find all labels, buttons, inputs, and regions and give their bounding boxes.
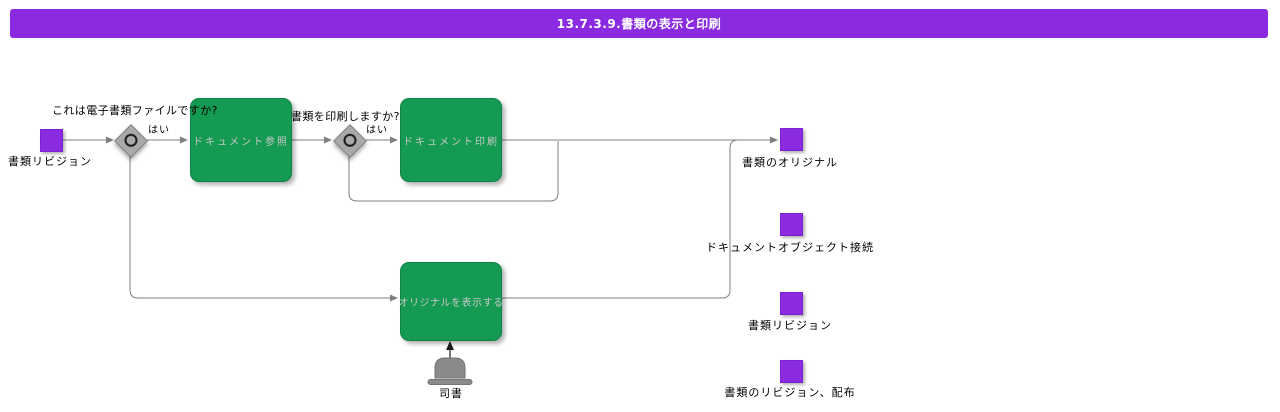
- arrowhead: [324, 136, 332, 144]
- arrowhead: [180, 136, 188, 144]
- page-title: 13.7.3.9.書類の表示と印刷: [556, 17, 722, 31]
- object-label-doc-original: 書類のオリジナル: [742, 156, 838, 169]
- arrowhead: [770, 136, 778, 144]
- arrowhead: [390, 136, 398, 144]
- object-square-doc-original: [780, 128, 803, 151]
- edge-decision2-bypass: [348, 141, 559, 202]
- object-square-doc-revision-start: [40, 129, 63, 152]
- arrowhead: [446, 341, 454, 350]
- activity-view-document: ドキュメント参照: [190, 98, 292, 182]
- actor-icon: [427, 357, 473, 385]
- decision-circle-icon: [340, 130, 360, 149]
- arrowhead: [106, 136, 114, 144]
- decision2-question: 書類を印刷しますか?: [291, 110, 400, 123]
- edge-display-to-original: [500, 139, 739, 299]
- object-label-doc-revision-start: 書類リビジョン: [8, 155, 92, 168]
- object-square-doc-revision: [780, 292, 803, 315]
- decision-circle-icon: [121, 130, 141, 149]
- arrowhead: [390, 294, 398, 302]
- decision1-question: これは電子書類ファイルですか?: [52, 104, 218, 117]
- activity-display-original: オリジナルを表示する: [398, 262, 504, 341]
- actor-label: 司書: [439, 387, 463, 400]
- edge-decision1-to-display: [129, 155, 390, 299]
- activity-label: オリジナルを表示する: [398, 298, 504, 309]
- activity-label: ドキュメント参照: [193, 136, 289, 148]
- activity-print-document: ドキュメント印刷: [400, 98, 502, 182]
- object-square-doc-revision-distribution: [780, 360, 803, 383]
- object-label-doc-object-connection: ドキュメントオブジェクト接続: [706, 241, 874, 254]
- object-square-doc-object-connection: [780, 213, 803, 236]
- object-label-doc-revision-distribution: 書類のリビジョン、配布: [724, 386, 856, 399]
- activity-label: ドキュメント印刷: [403, 136, 499, 148]
- decision1-yes-label: はい: [148, 125, 170, 136]
- object-label-doc-revision: 書類リビジョン: [748, 319, 832, 332]
- diagram-title-bar: 13.7.3.9.書類の表示と印刷: [10, 9, 1268, 38]
- decision2-yes-label: はい: [366, 125, 388, 136]
